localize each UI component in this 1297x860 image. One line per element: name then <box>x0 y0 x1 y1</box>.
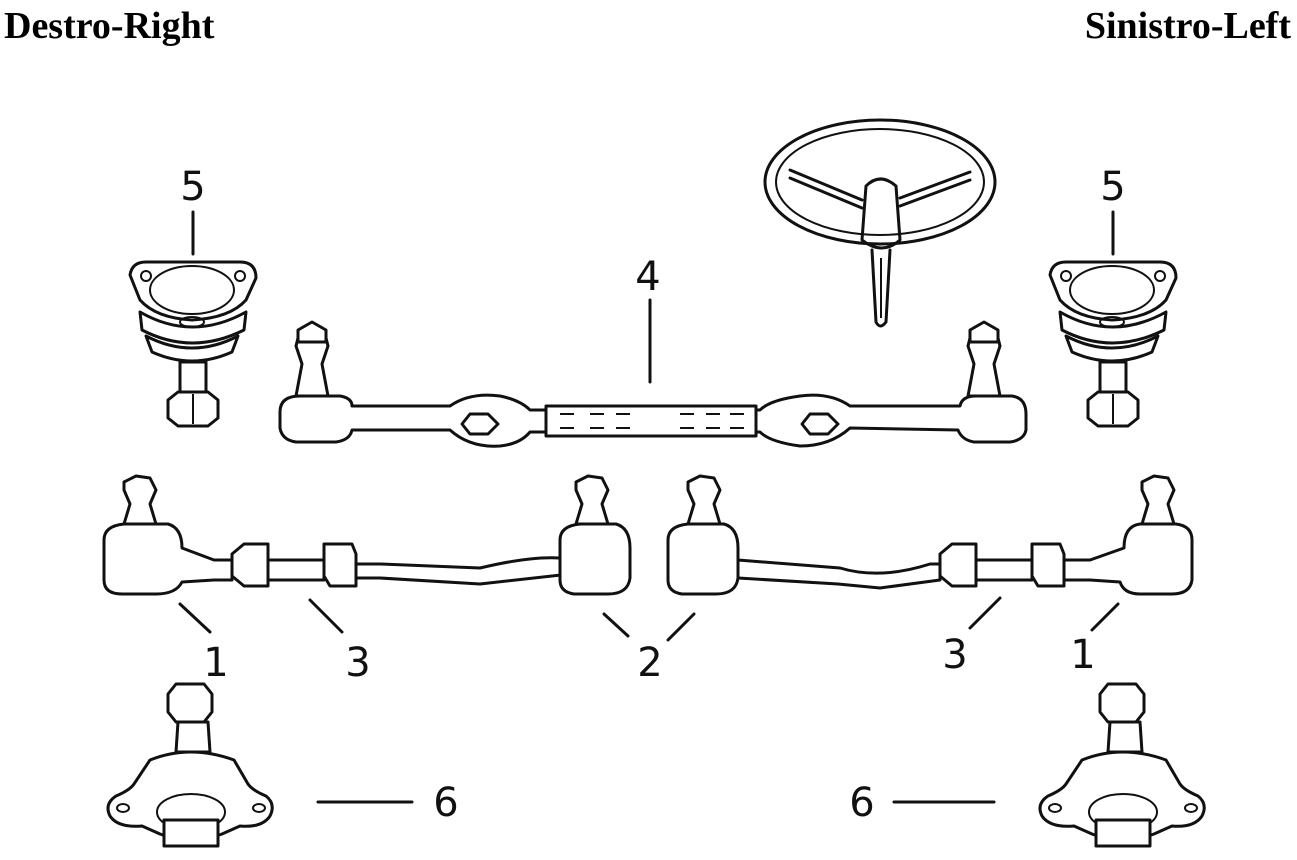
steering-wheel <box>763 118 997 328</box>
leader-lines <box>178 210 1120 804</box>
lower-ball-joint-right <box>106 682 274 848</box>
lower-ball-joint-left <box>1038 682 1206 848</box>
upper-ball-joint-right <box>128 260 258 428</box>
callout-5-left: 5 <box>1100 164 1125 210</box>
callout-6-left: 6 <box>849 780 874 826</box>
callout-2: 2 <box>637 640 662 686</box>
callout-6-right: 6 <box>433 780 458 826</box>
tie-rod-assembly-left <box>666 474 1194 596</box>
header-left-label: Sinistro-Left <box>1084 5 1291 47</box>
callout-3-right: 3 <box>345 640 370 686</box>
center-track-rod <box>278 320 1028 448</box>
callout-1-left: 1 <box>1070 632 1095 678</box>
upper-ball-joint-left <box>1048 260 1178 428</box>
callout-4: 4 <box>635 254 660 300</box>
callout-1-right: 1 <box>203 640 228 686</box>
header-right-label: Destro-Right <box>4 5 215 47</box>
tie-rod-assembly-right <box>102 474 632 596</box>
callout-3-left: 3 <box>942 632 967 678</box>
callout-5-right: 5 <box>180 164 205 210</box>
